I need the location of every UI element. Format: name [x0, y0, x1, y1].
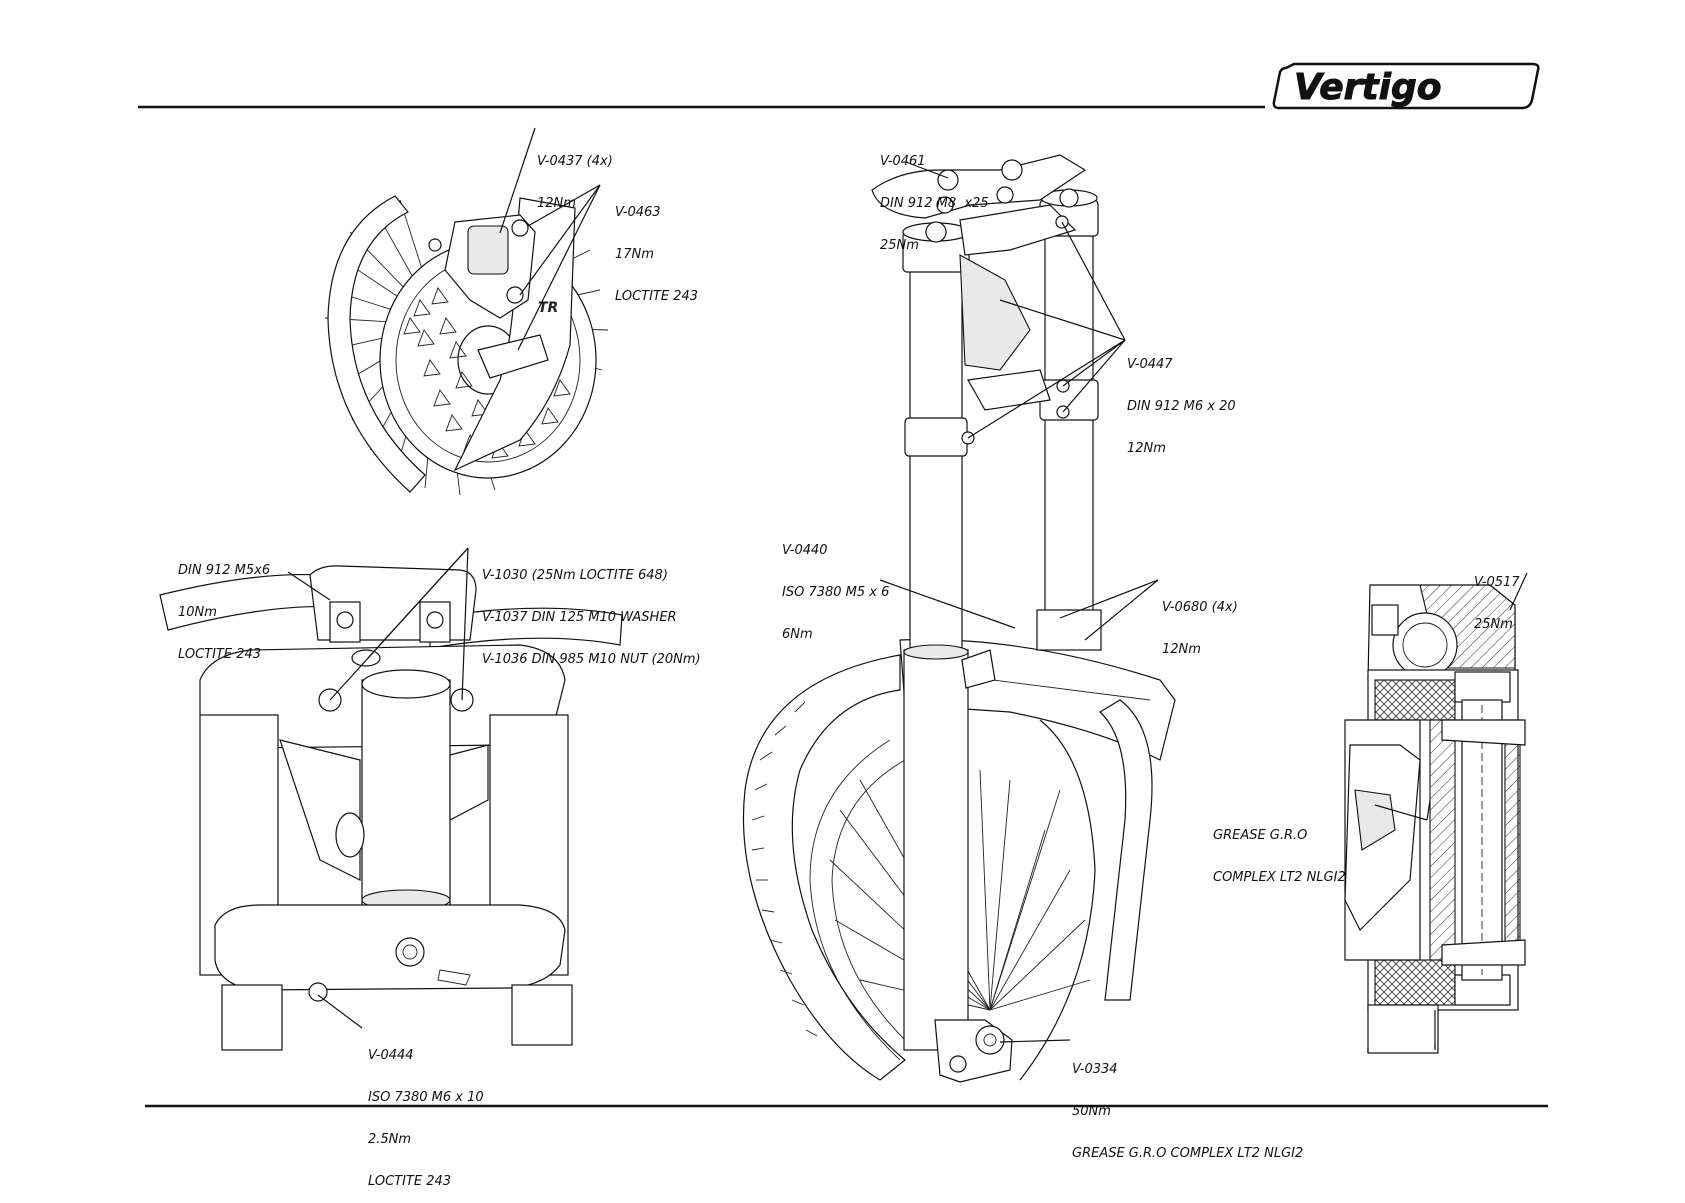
vertigo-logo-icon: Vertigo: [1272, 62, 1540, 110]
callout-v0334: V-0334 50Nm GREASE G.R.O COMPLEX LT2 NLG…: [1072, 1035, 1303, 1175]
callout-line: 12Nm: [537, 196, 576, 211]
callout-line: GREASE G.R.O COMPLEX LT2 NLGI2: [1072, 1146, 1304, 1161]
callout-line: DIN 912 M5x6: [178, 563, 271, 578]
callout-line: ISO 7380 M6 x 10: [368, 1090, 484, 1105]
callout-line: 12Nm: [1162, 642, 1201, 657]
callout-line: 12Nm: [1127, 441, 1166, 456]
callout-v0447: V-0447 DIN 912 M6 x 20 12Nm: [1127, 330, 1236, 470]
callout-v0680: V-0680 (4x) 12Nm: [1162, 573, 1238, 671]
callout-line: 25Nm: [880, 238, 919, 253]
callout-line: V-0437 (4x): [537, 154, 613, 169]
fork-assembly-view: [742, 154, 1176, 1083]
callout-line: DIN 912 M8 x25: [880, 196, 989, 211]
callout-line: COMPLEX LT2 NLGI2: [1213, 870, 1346, 885]
callout-line: V-1030 (25Nm LOCTITE 648): [482, 568, 668, 583]
section-view: [1344, 572, 1528, 1054]
triple-clamp-view: [159, 547, 623, 1051]
brake-disc-view: TR: [324, 127, 609, 496]
callout-line: 6Nm: [782, 627, 813, 642]
callout-line: 2.5Nm: [368, 1132, 412, 1147]
callout-line: GREASE G.R.O: [1213, 828, 1308, 843]
callout-v0461: V-0461 DIN 912 M8 x25 25Nm: [880, 127, 989, 267]
callout-v0440: V-0440 ISO 7380 M5 x 6 6Nm: [782, 516, 889, 656]
callout-line: LOCTITE 243: [178, 647, 262, 662]
callout-line: 17Nm: [615, 247, 654, 262]
callout-v0463: V-0463 17Nm LOCTITE 243: [615, 178, 698, 318]
callout-line: V-0440: [782, 543, 828, 558]
callout-line: 50Nm: [1072, 1104, 1111, 1119]
callout-v0444: V-0444 ISO 7380 M6 x 10 2.5Nm LOCTITE 24…: [368, 1021, 484, 1203]
callout-line: V-0447: [1127, 357, 1173, 372]
callout-line: V-0444: [368, 1048, 414, 1063]
callout-line: DIN 912 M6 x 20: [1127, 399, 1236, 414]
callout-line: 10Nm: [178, 605, 217, 620]
callout-line: LOCTITE 243: [615, 289, 699, 304]
callout-v0437: V-0437 (4x) 12Nm: [537, 127, 613, 225]
callout-v1030: V-1030 (25Nm LOCTITE 648) V-1037 DIN 125…: [482, 541, 701, 681]
callout-line: 25Nm: [1474, 617, 1513, 632]
callout-line: V-0461: [880, 154, 926, 169]
callout-grease: GREASE G.R.O COMPLEX LT2 NLGI2: [1213, 801, 1346, 899]
callout-line: V-0517: [1474, 575, 1520, 590]
logo-lettering: Vertigo: [1294, 67, 1441, 108]
callout-line: V-0334: [1072, 1062, 1118, 1077]
callout-line: V-1036 DIN 985 M10 NUT (20Nm): [482, 652, 701, 667]
brand-logo: Vertigo: [1272, 58, 1540, 114]
callout-line: LOCTITE 243: [368, 1174, 452, 1189]
svg-text:TR: TR: [538, 300, 558, 316]
callout-v0517: V-0517 25Nm: [1474, 548, 1520, 646]
callout-line: V-1037 DIN 125 M10 WASHER: [482, 610, 677, 625]
callout-line: V-0463: [615, 205, 661, 220]
callout-line: V-0680 (4x): [1162, 600, 1238, 615]
callout-line: ISO 7380 M5 x 6: [782, 585, 890, 600]
callout-din912-m5: DIN 912 M5x6 10Nm LOCTITE 243: [178, 536, 270, 676]
